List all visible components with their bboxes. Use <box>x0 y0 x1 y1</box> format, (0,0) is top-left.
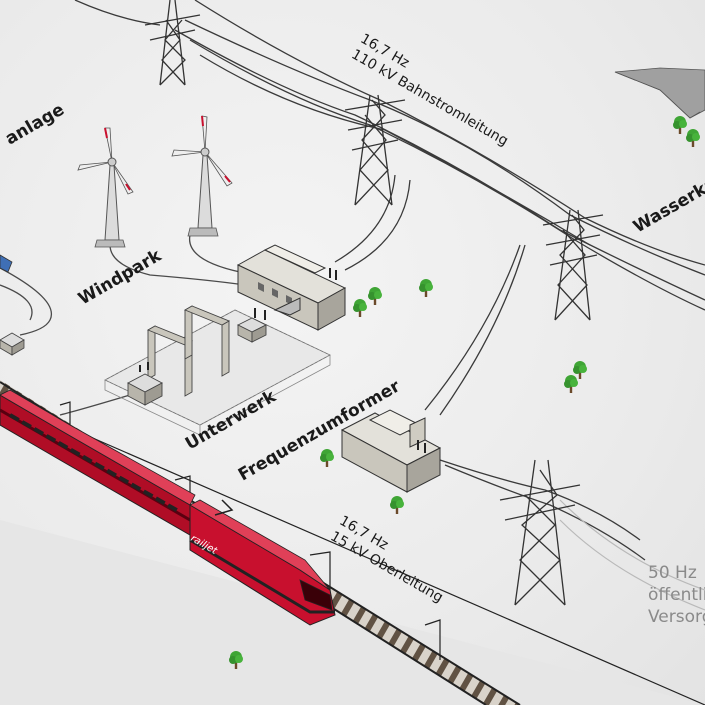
building-icon <box>0 332 25 356</box>
public-grid-lines <box>559 499 705 611</box>
bahnstrom-lines <box>74 0 705 311</box>
note-public-grid: 50 Hz öffentli Versorg <box>648 562 705 628</box>
catenary <box>39 401 705 705</box>
pylon-icon <box>144 0 201 86</box>
pylon-icon <box>499 459 581 606</box>
train-icon: railjet <box>0 389 336 626</box>
wind-turbine-icon <box>171 115 233 237</box>
wind-turbine-icon <box>77 127 134 248</box>
dam-icon <box>614 67 705 119</box>
substation <box>104 305 331 436</box>
feeder-lines <box>334 174 646 561</box>
solar-panel-icon <box>0 254 13 273</box>
building-icon <box>236 244 347 331</box>
note-public-grid-line1: 50 Hz <box>648 563 697 583</box>
building-icon <box>340 409 442 493</box>
note-public-grid-line3: Versorg <box>648 607 705 627</box>
pylon-icon <box>542 209 604 321</box>
pylon-icon <box>344 94 406 206</box>
note-public-grid-line2: öffentli <box>648 585 705 605</box>
